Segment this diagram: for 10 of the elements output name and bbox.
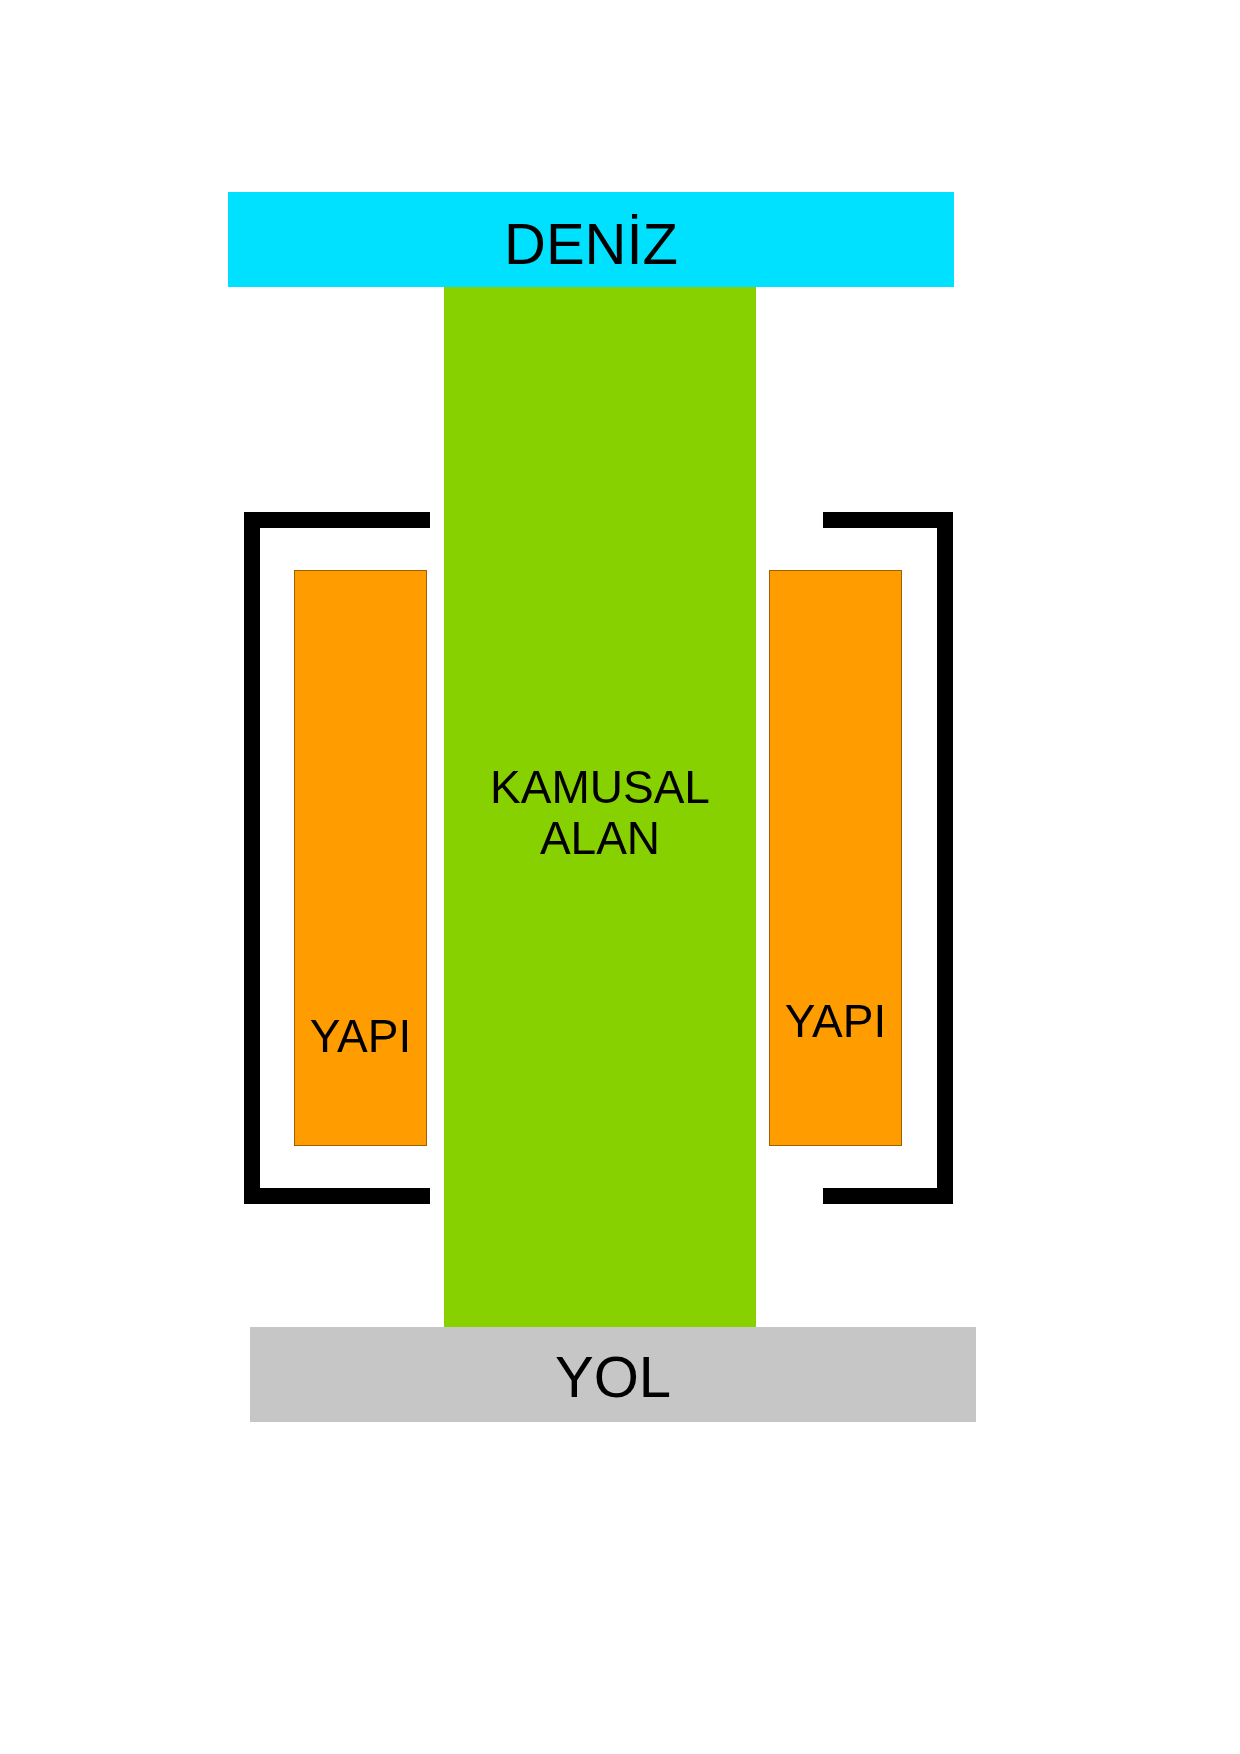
building-label: YAPI [308,1011,413,1062]
building-block [294,570,427,1146]
road-strip [250,1327,976,1422]
sea-label: DENİZ [503,212,679,276]
building-label: YAPI [783,996,888,1047]
road-label: YOL [553,1345,673,1409]
area-label: KAMUSAL ALAN [489,762,711,864]
sea-area [228,192,954,287]
public-space-area [444,287,756,1327]
building-block [769,570,902,1146]
